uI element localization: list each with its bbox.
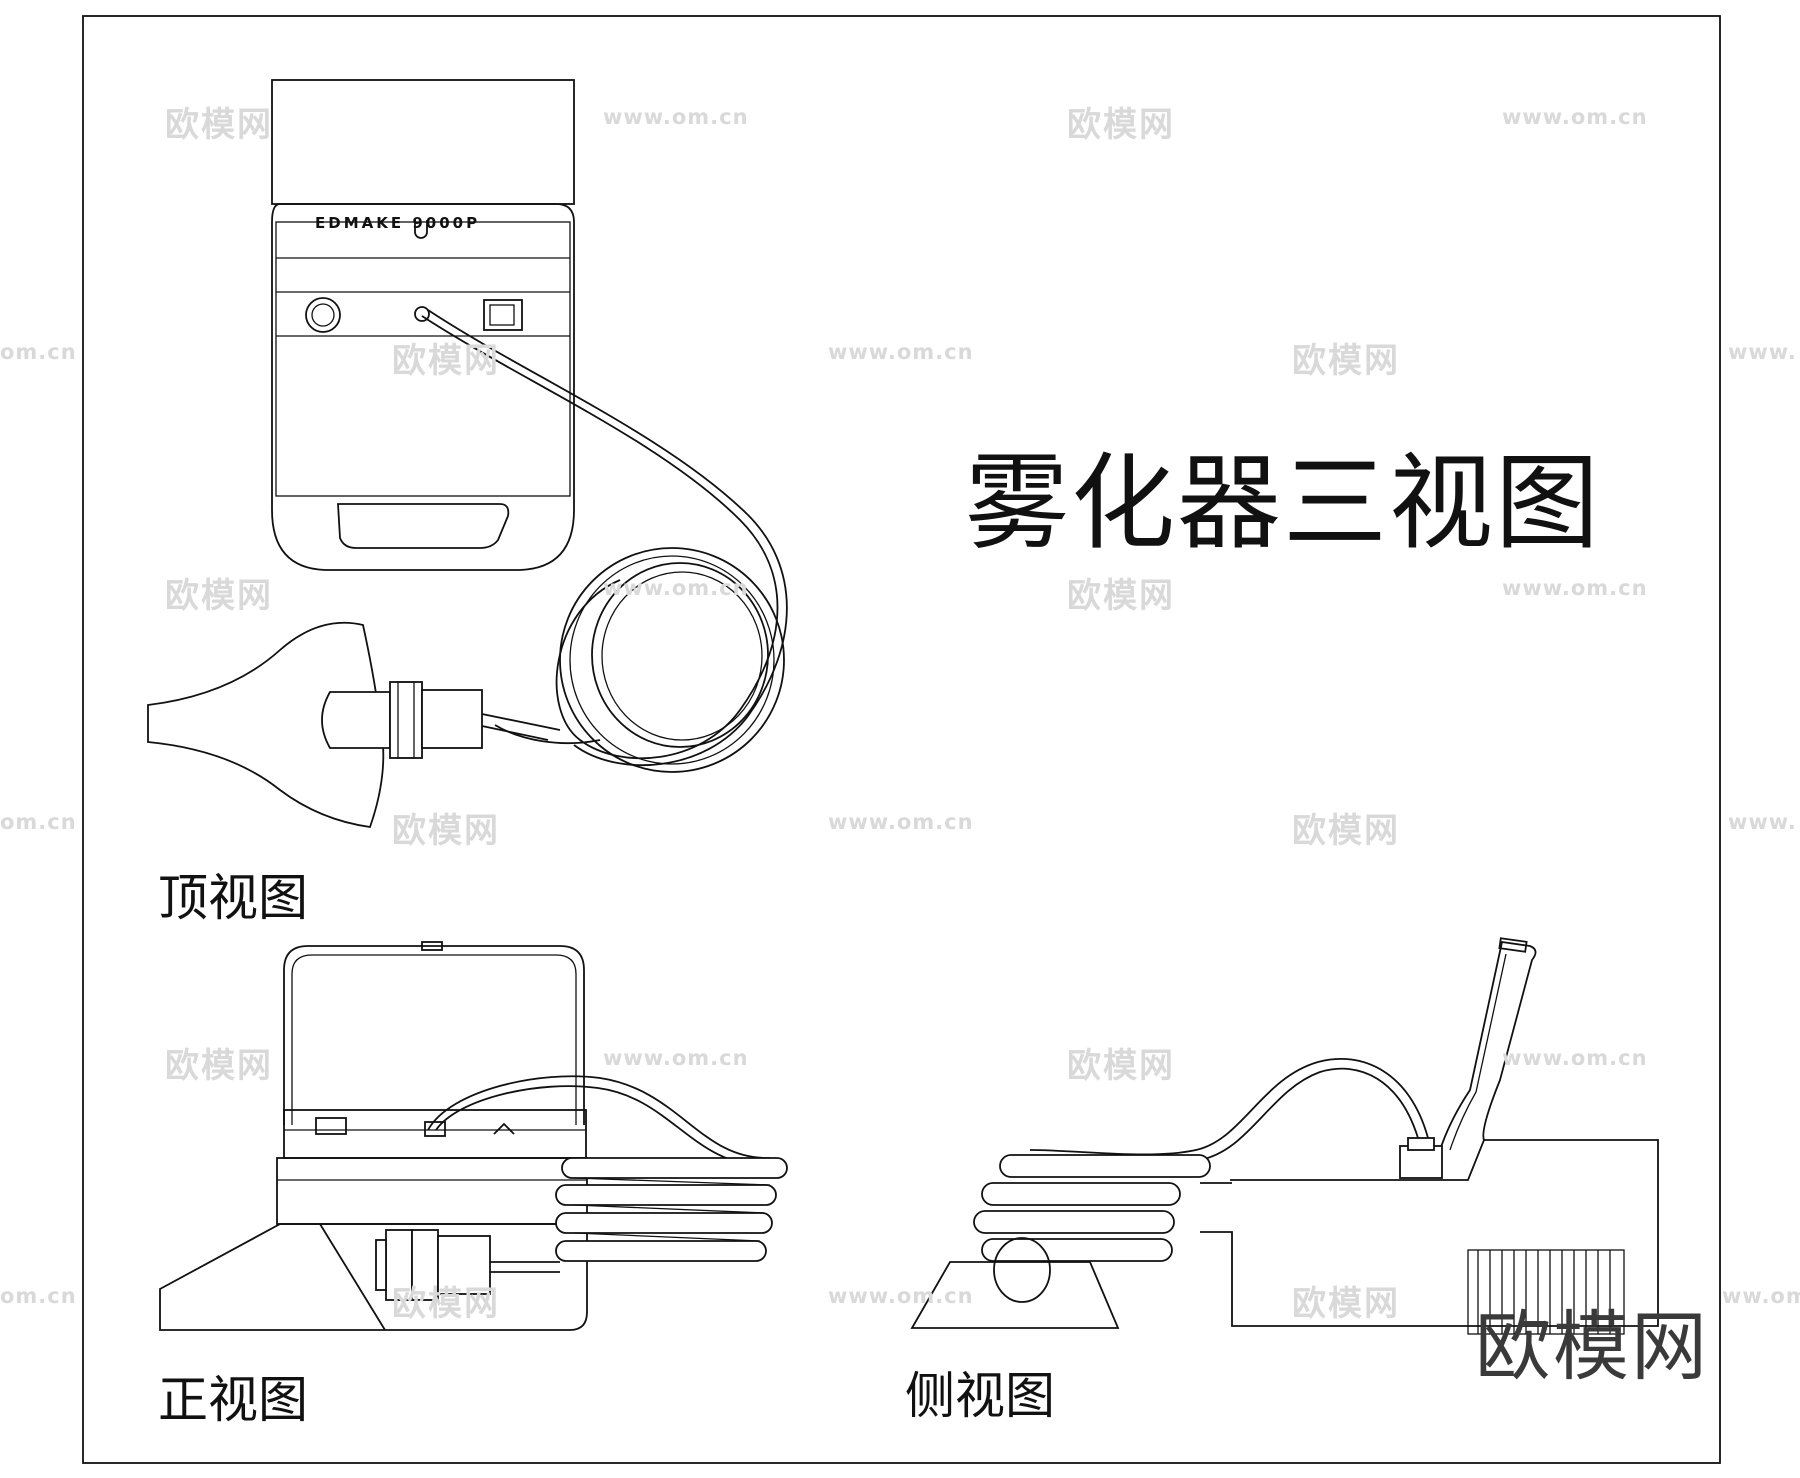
- side-coil-2: [981, 1182, 1181, 1206]
- front-coil-2: [555, 1184, 777, 1206]
- front-view-caption: 正视图: [158, 1371, 308, 1429]
- top-handle: [337, 503, 510, 549]
- side-coil-1: [999, 1154, 1211, 1178]
- front-coil-3: [555, 1212, 773, 1234]
- sheet-frame: [82, 15, 1721, 1464]
- top-coil-2: [591, 562, 769, 748]
- front-base: [159, 1223, 588, 1331]
- front-view-drawing: [159, 941, 788, 1331]
- top-tube: [421, 315, 779, 760]
- side-lid: [1439, 940, 1537, 1151]
- front-band: [276, 1157, 588, 1225]
- side-view-drawing: [910, 937, 1659, 1335]
- front-coil-1: [561, 1157, 788, 1179]
- power-knob-icon: [305, 297, 341, 333]
- side-tube: [1029, 1067, 1419, 1166]
- side-vent-grille: [1467, 1249, 1625, 1335]
- power-switch-icon: [483, 299, 523, 331]
- front-tube: [427, 1075, 771, 1159]
- top-lid: [271, 79, 575, 205]
- side-coil-3: [973, 1210, 1175, 1234]
- side-view-caption: 侧视图: [905, 1367, 1055, 1425]
- top-coil-1: [559, 547, 785, 773]
- side-mask: [910, 1261, 1120, 1329]
- front-coil-4: [555, 1240, 767, 1262]
- top-view-caption: 顶视图: [158, 869, 308, 927]
- top-view-drawing: EDMAKE 9000P: [147, 79, 788, 828]
- side-body: [1200, 1139, 1659, 1327]
- brand-logo: 欧模网: [1475, 1302, 1709, 1391]
- top-body: [271, 203, 575, 571]
- device-brand-label: EDMAKE 9000P: [315, 214, 480, 232]
- top-mouthpiece: [321, 691, 391, 749]
- page-title: 雾化器三视图: [965, 442, 1602, 564]
- front-lid: [283, 945, 585, 1125]
- top-panel: [275, 221, 571, 497]
- side-coil-4: [981, 1238, 1173, 1262]
